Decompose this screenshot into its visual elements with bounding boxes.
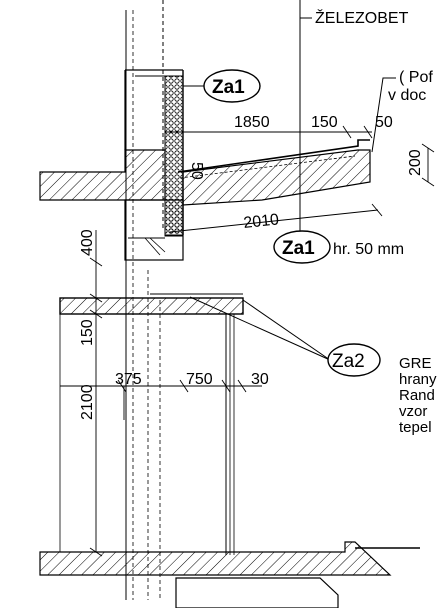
side-note-line3: Rand (399, 387, 435, 404)
side-note-line1: GRE (399, 355, 432, 372)
lintel (59, 293, 244, 315)
za1-bottom-suffix: hr. 50 mm (333, 241, 404, 258)
side-note-group: GRE hrany Rand vzor tepel (399, 355, 437, 436)
side-note-line5: tepel (399, 419, 432, 436)
right-note-group: ( Pof v doc (371, 69, 433, 153)
top-note: ŽELEZOBET (315, 8, 409, 27)
side-note-line2: hrany (399, 371, 437, 388)
dim-2010: 2010 (243, 211, 280, 232)
dimension-lines (60, 125, 435, 557)
dim-400: 400 (79, 229, 96, 256)
dim-50-slope: 50 (188, 162, 205, 180)
dim-375: 375 (115, 371, 142, 388)
dim-200: 200 (407, 149, 424, 176)
right-note-line1: ( Pof (399, 69, 433, 86)
za1-bottom-tag: Za1 hr. 50 mm (273, 230, 404, 264)
dim-150-top: 150 (311, 114, 338, 131)
window-frame (59, 314, 235, 555)
za2-label: Za2 (332, 351, 365, 372)
dim-1850: 1850 (234, 114, 270, 131)
za1-top-tag: Za1 (183, 69, 261, 103)
side-note-line4: vzor (399, 403, 427, 420)
za1-bottom-label: Za1 (282, 238, 315, 259)
lower-slab (39, 541, 420, 608)
dim-150-left: 150 (79, 319, 96, 346)
dim-2100: 2100 (79, 384, 96, 420)
lower-wall (124, 199, 184, 261)
dim-750: 750 (186, 371, 213, 388)
dim-30: 30 (251, 371, 269, 388)
dim-50-right: 50 (375, 114, 393, 131)
za2-tag: Za2 (189, 296, 381, 377)
top-note-group: ŽELEZOBET (299, 0, 409, 260)
floor-slab (39, 149, 166, 201)
right-note-line2: v doc (388, 87, 426, 104)
za1-top-label: Za1 (212, 77, 245, 98)
cantilever-slab (177, 139, 371, 206)
